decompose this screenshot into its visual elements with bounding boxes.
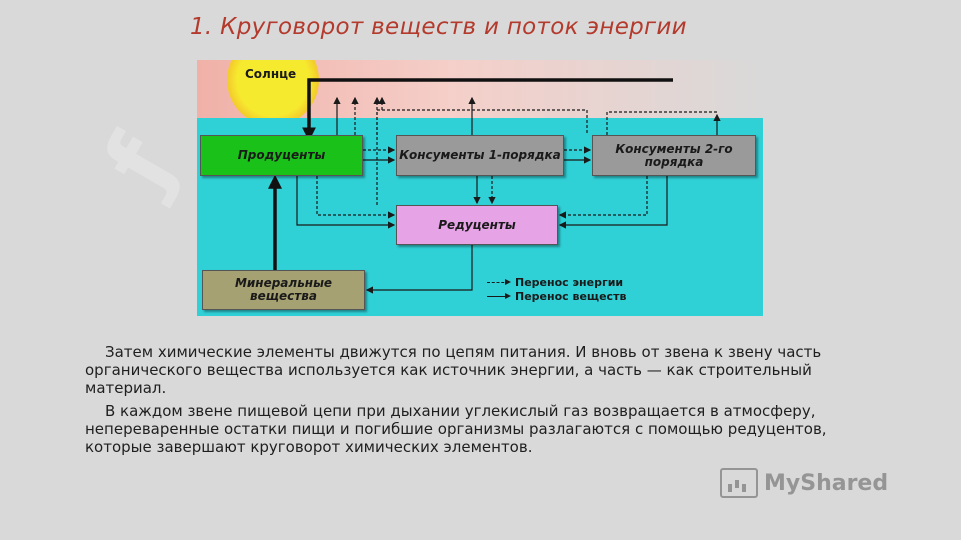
body-text: Затем химические элементы движутся по це…: [85, 343, 895, 461]
c2-to-reducers-solid: [558, 176, 668, 229]
energy-flow-diagram: Солнце: [197, 60, 763, 316]
flow-arrows: [268, 78, 721, 294]
dashed-arrow-icon: [487, 279, 511, 285]
producers-box: Продуценты: [200, 135, 363, 176]
paragraph-1: Затем химические элементы движутся по це…: [85, 343, 822, 397]
solid-arrow-icon: [487, 293, 511, 299]
consumers2-box: Консументы 2-го порядка: [592, 135, 756, 176]
c2-heat-arrow: [606, 111, 717, 135]
reducers-to-minerals-arrow: [365, 245, 473, 294]
producers-to-reducers-dashed: [316, 176, 396, 219]
producers-to-reducers-solid: [296, 176, 396, 229]
consumers1-box: Консументы 1-порядка: [396, 135, 564, 176]
slide-title: 1. Круговорот веществ и поток энергии: [190, 14, 687, 40]
legend-energy: Перенос энергии: [487, 276, 623, 289]
c1-upper-line: [376, 109, 588, 135]
watermark-left: ƒ: [84, 119, 195, 206]
reducers-box: Редуценты: [396, 205, 558, 245]
presentation-icon: [720, 468, 758, 498]
legend-matter: Перенос веществ: [487, 290, 626, 303]
sun-to-producers-arrow: [302, 78, 673, 142]
myshared-logo: MyShared: [720, 468, 888, 498]
legend-matter-label: Перенос веществ: [515, 290, 627, 303]
paragraph-2: В каждом звене пищевой цепи при дыхании …: [85, 402, 827, 456]
logo-text: MyShared: [764, 470, 889, 496]
c2-to-reducers-dashed: [558, 176, 648, 219]
sun-label: Солнце: [245, 67, 297, 81]
legend-energy-label: Перенос энергии: [515, 276, 624, 289]
minerals-box: Минеральные вещества: [202, 270, 365, 310]
